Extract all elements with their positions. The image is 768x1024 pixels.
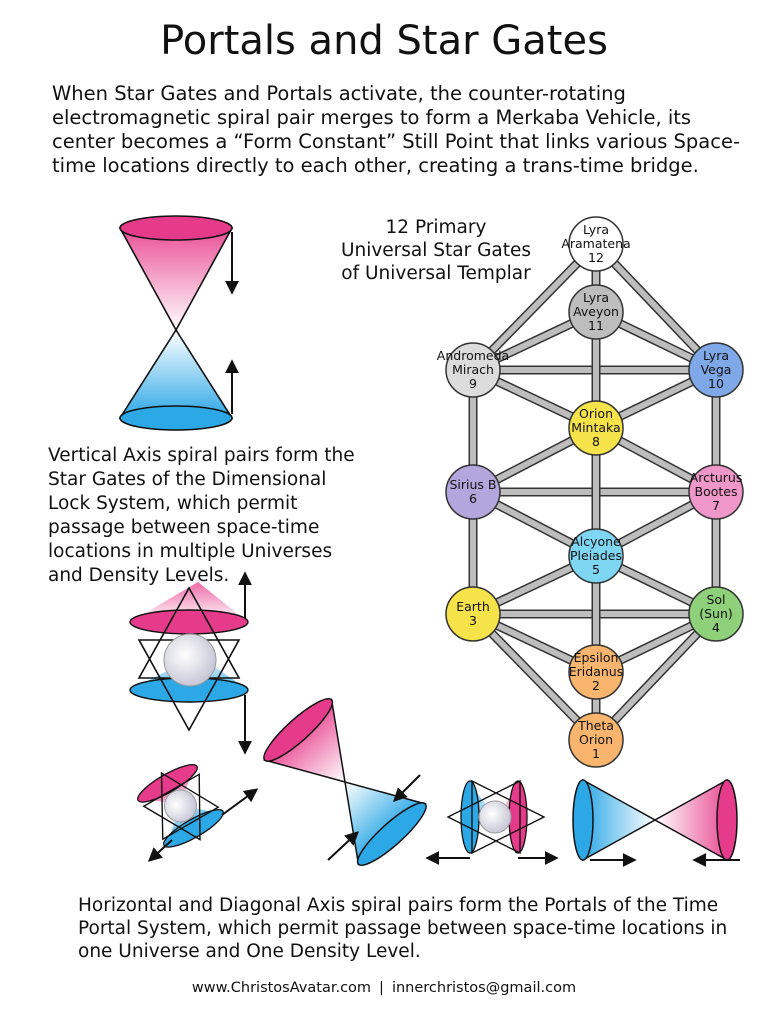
star-gate-circle-12 <box>568 216 624 272</box>
star-gate-label-10-3: 10 <box>708 376 724 391</box>
star-gate-label-4-1: Sol <box>706 592 725 607</box>
star-gate-label-6-1: Sirius B <box>449 477 496 492</box>
star-gate-label-12-2: Aramatena <box>561 236 630 251</box>
star-gate-circle-11 <box>568 284 624 340</box>
star-gate-label-5-2: Pleiades <box>570 548 622 563</box>
star-gate-label-1-2: Orion <box>579 732 613 747</box>
star-gate-label-6-2: 6 <box>469 491 477 506</box>
star-gate-circle-5 <box>568 528 624 584</box>
star-gate-label-2-2: Eridanus <box>569 664 623 679</box>
star-gate-label-2-1: Epsilon <box>574 650 619 665</box>
star-gate-label-4-2: (Sun) <box>699 606 733 621</box>
star-gate-label-3-2: 3 <box>469 613 477 628</box>
star-gate-label-8-2: Mintaka <box>571 420 620 435</box>
gate-connection-fill-3-1 <box>470 611 599 743</box>
footer: www.ChristosAvatar.com | innerchristos@gma… <box>0 980 768 996</box>
star-gate-label-1-1: Theta <box>577 718 614 733</box>
intro-paragraph: When Star Gates and Portals activate, th… <box>52 82 741 177</box>
star-gate-circle-6 <box>445 464 501 520</box>
merkaba-vertical <box>129 571 252 755</box>
star-gate-circle-4 <box>688 586 744 642</box>
star-gate-circle-8 <box>568 400 624 456</box>
star-gate-circle-10 <box>688 342 744 398</box>
star-gate-label-2-3: 2 <box>592 678 600 693</box>
star-gate-label-12-3: 12 <box>588 250 604 265</box>
star-gate-label-1-3: 1 <box>592 746 600 761</box>
gate-connection-fill-4-1 <box>593 611 719 743</box>
star-gate-label-11-3: 11 <box>588 318 604 333</box>
star-gate-label-9-3: 9 <box>469 376 477 391</box>
star-gate-label-5-3: 5 <box>592 562 600 577</box>
footer-email: innerchristos@gmail.com <box>391 980 577 996</box>
star-gate-label-8-1: Orion <box>579 406 613 421</box>
star-gate-circle-7 <box>688 464 744 520</box>
star-gate-node-4: Sol(Sun)4 <box>688 586 744 642</box>
merkaba-horizontal <box>425 779 559 865</box>
star-gate-label-8-3: 8 <box>592 434 600 449</box>
star-gate-label-11-1: Lyra <box>583 290 609 305</box>
footer-separator: | <box>379 980 384 996</box>
star-gate-label-12-1: Lyra <box>583 222 609 237</box>
vertical-cone-pair <box>118 215 239 431</box>
star-gate-circle-9 <box>445 342 501 398</box>
star-gate-circle-2 <box>568 644 624 700</box>
star-gate-circle-3 <box>445 586 501 642</box>
star-gate-label-4-3: 4 <box>712 620 720 635</box>
vertical-axis-description: Vertical Axis spiral pairs form the Star… <box>48 445 355 586</box>
page-title: Portals and Star Gates <box>160 18 608 64</box>
horizontal-axis-description: Horizontal and Diagonal Axis spiral pair… <box>78 895 728 962</box>
horizontal-cone-pair <box>572 778 740 867</box>
star-gate-label-11-2: Aveyon <box>573 304 619 319</box>
star-gate-label-7-2: Bootes <box>695 484 738 499</box>
gate-connection-fill-12-9 <box>470 241 599 373</box>
merkaba-diagonal <box>137 763 224 848</box>
footer-website: www.ChristosAvatar.com <box>191 980 372 996</box>
star-gates-title-line-3: of Universal Templar <box>341 263 531 284</box>
star-gate-label-7-1: Arcturus <box>690 470 743 485</box>
star-gates-title: 12 Primary Universal Star Gates of Unive… <box>336 216 536 285</box>
star-gate-label-9-1: Andromeda <box>437 348 509 363</box>
star-gate-label-5-1: Alcyone <box>571 534 621 549</box>
star-gate-label-9-2: Mirach <box>452 362 494 377</box>
gate-connection-fill-12-10 <box>593 241 719 373</box>
star-gate-label-3-1: Earth <box>456 599 490 614</box>
star-gate-label-10-1: Lyra <box>703 348 729 363</box>
star-gate-nodes: ThetaOrion1EpsilonEridanus2Earth3Sol(Sun… <box>437 216 744 768</box>
star-gate-label-10-2: Vega <box>701 362 732 377</box>
star-gate-circle-1 <box>568 712 624 768</box>
diagonal-cone-pair <box>263 698 427 866</box>
star-gates-title-line-1: 12 Primary <box>385 217 487 238</box>
star-gates-title-line-2: Universal Star Gates <box>340 240 532 261</box>
star-gate-label-7-3: 7 <box>712 498 720 513</box>
star-gate-node-6: Sirius B6 <box>445 464 501 520</box>
